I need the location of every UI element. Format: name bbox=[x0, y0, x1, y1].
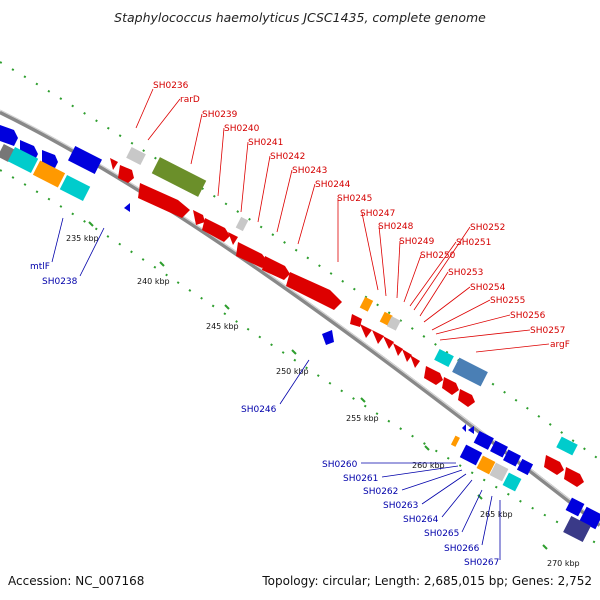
outer-tick-ring bbox=[0, 61, 600, 461]
scale-label-270: 270 kbp bbox=[547, 559, 580, 568]
gene-label-argf: argF bbox=[550, 340, 570, 350]
accession-text: Accession: NC_007168 bbox=[8, 574, 144, 588]
scale-label-265: 265 kbp bbox=[480, 510, 513, 519]
reverse-strand-genes bbox=[0, 144, 600, 543]
gene-blue-arrow bbox=[0, 125, 18, 146]
gene-label-sh0260: SH0260 bbox=[322, 460, 358, 470]
reverse-leader-lines bbox=[51, 217, 501, 560]
forward-strand-genes bbox=[0, 125, 584, 487]
gene-label-sh0256: SH0256 bbox=[510, 311, 546, 321]
gene-label-sh0238: SH0238 bbox=[42, 277, 78, 287]
gene-label-sh0243: SH0243 bbox=[292, 166, 327, 176]
gene-label-sh0265: SH0265 bbox=[424, 529, 459, 539]
scale-label-245: 245 kbp bbox=[206, 322, 239, 331]
scale-label-255: 255 kbp bbox=[346, 414, 379, 423]
gene-label-sh0242: SH0242 bbox=[270, 152, 305, 162]
gene-label-sh0249: SH0249 bbox=[399, 237, 435, 247]
gene-label-sh0247: SH0247 bbox=[360, 209, 395, 219]
gene-label-sh0251: SH0251 bbox=[456, 238, 491, 248]
reverse-labels: mtlF SH0238 SH0246 SH0260 SH0261 SH0262 … bbox=[30, 262, 499, 568]
forward-leader-lines bbox=[135, 88, 550, 353]
gene-label-sh0255: SH0255 bbox=[490, 296, 525, 306]
scale-label-250: 250 kbp bbox=[276, 367, 309, 376]
gene-label-sh0246: SH0246 bbox=[241, 405, 277, 415]
map-title: Staphylococcus haemolyticus JCSC1435, co… bbox=[114, 10, 486, 25]
gene-label-sh0266: SH0266 bbox=[444, 544, 480, 554]
gene-label-sh0254: SH0254 bbox=[470, 283, 506, 293]
gene-label-sh0253: SH0253 bbox=[448, 268, 483, 278]
gene-label-sh0241: SH0241 bbox=[248, 138, 283, 148]
gene-label-mtlf: mtlF bbox=[30, 262, 50, 272]
gene-label-rard: rarD bbox=[180, 95, 200, 105]
gene-label-sh0262: SH0262 bbox=[363, 487, 398, 497]
gene-label-sh0261: SH0261 bbox=[343, 474, 378, 484]
gene-label-sh0239: SH0239 bbox=[202, 110, 238, 120]
gene-label-sh0240: SH0240 bbox=[224, 124, 260, 134]
gene-label-sh0244: SH0244 bbox=[315, 180, 351, 190]
scale-label-235: 235 kbp bbox=[66, 234, 99, 243]
scale-labels bbox=[88, 221, 548, 550]
scale-label-260: 260 kbp bbox=[412, 461, 445, 470]
gene-label-sh0252: SH0252 bbox=[470, 223, 505, 233]
gene-label-sh0245: SH0245 bbox=[337, 194, 372, 204]
gene-label-sh0264: SH0264 bbox=[403, 515, 439, 525]
gene-label-sh0263: SH0263 bbox=[383, 501, 418, 511]
forward-labels: SH0236 rarD SH0239 SH0240 SH0241 SH0242 … bbox=[153, 81, 570, 350]
gene-label-sh0257: SH0257 bbox=[530, 326, 565, 336]
gene-label-sh0267: SH0267 bbox=[464, 558, 499, 568]
gene-label-sh0250: SH0250 bbox=[420, 251, 456, 261]
gene-label-sh0236: SH0236 bbox=[153, 81, 189, 91]
topology-summary: Topology: circular; Length: 2,685,015 bp… bbox=[261, 574, 592, 588]
scale-label-240: 240 kbp bbox=[137, 277, 170, 286]
gene-label-sh0248: SH0248 bbox=[378, 222, 414, 232]
